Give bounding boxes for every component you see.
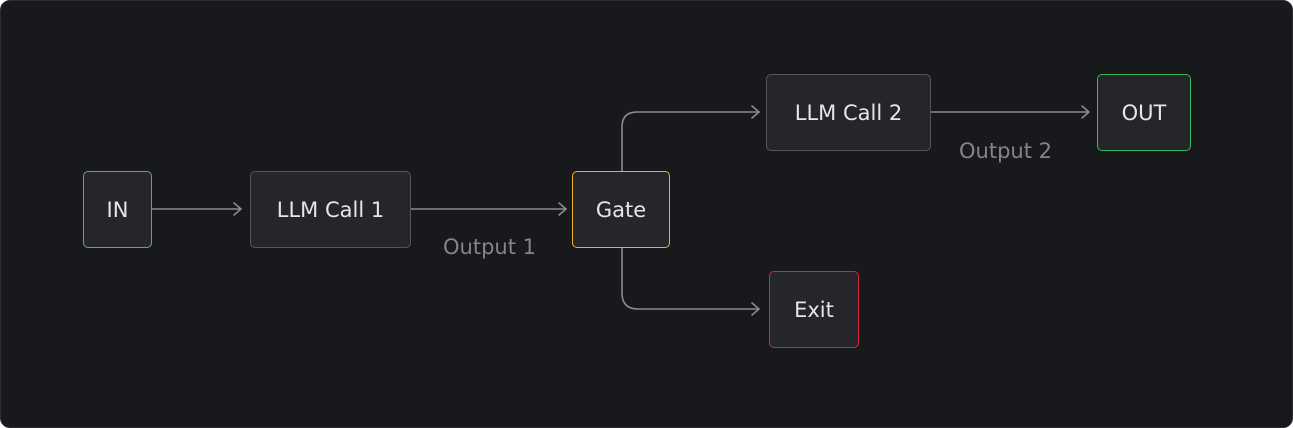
node-out: OUT	[1097, 74, 1191, 151]
node-gate-label: Gate	[595, 197, 647, 222]
node-exit: Exit	[769, 271, 859, 348]
node-in: IN	[83, 171, 152, 248]
node-in-label: IN	[106, 197, 129, 222]
edge-in-to-llm1-arrowhead	[233, 202, 242, 216]
edge-label-output-1: Output 1	[443, 235, 536, 259]
edge-gate-to-llm2-arrowhead	[751, 105, 760, 119]
node-llm-call-1-label: LLM Call 1	[276, 197, 385, 222]
node-llm-call-2: LLM Call 2	[766, 74, 931, 151]
node-gate: Gate	[572, 171, 670, 248]
node-llm-call-2-label: LLM Call 2	[794, 100, 903, 125]
edge-gate-to-exit-arrowhead	[751, 302, 760, 316]
edge-llm1-to-gate-arrowhead	[558, 202, 567, 216]
node-exit-label: Exit	[794, 297, 834, 322]
edge-llm2-to-out-arrowhead	[1081, 105, 1090, 119]
edge-label-output-2: Output 2	[959, 139, 1052, 163]
edge-gate-to-llm2	[621, 111, 760, 173]
edge-gate-to-exit	[621, 246, 760, 310]
node-llm-call-1: LLM Call 1	[250, 171, 411, 248]
node-out-label: OUT	[1121, 100, 1167, 125]
